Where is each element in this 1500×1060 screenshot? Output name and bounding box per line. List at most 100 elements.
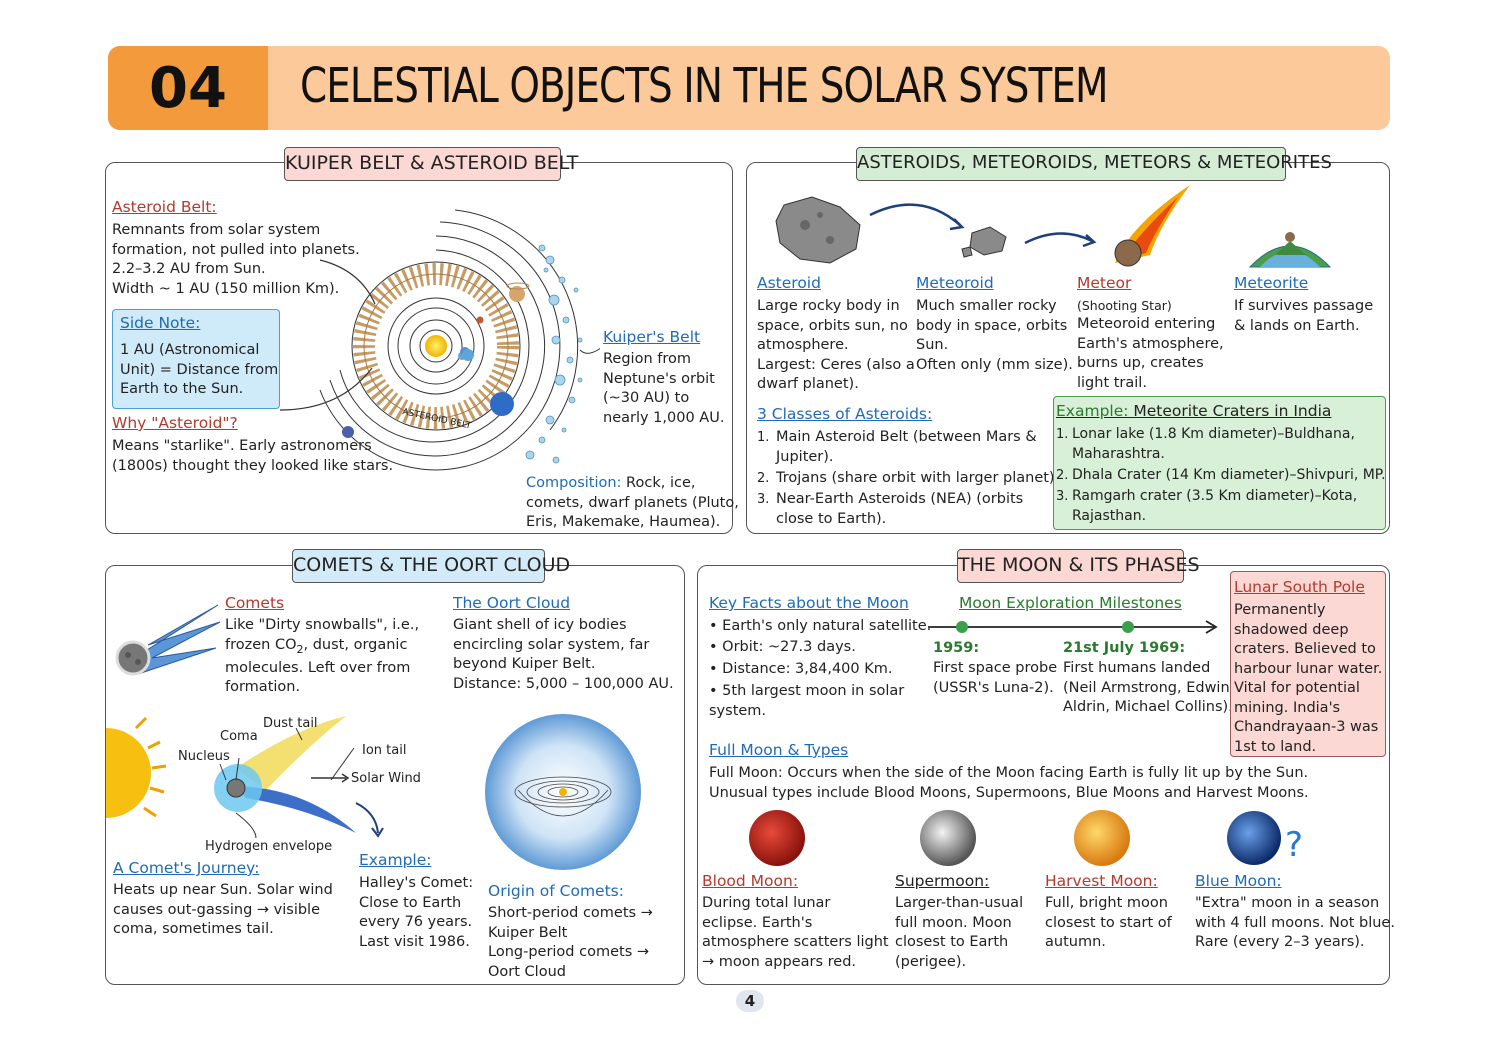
- south-pole-heading: Lunar South Pole: [1234, 578, 1365, 596]
- full-moon-heading: Full Moon & Types: [709, 741, 849, 759]
- journey-heading: A Comet's Journey:: [113, 859, 260, 877]
- crater-item: Dhala Crater (14 Km diameter)–Shivpuri, …: [1072, 467, 1386, 483]
- moon-fact-item: • Distance: 3,84,400 Km.: [709, 661, 893, 677]
- class-item: Near-Earth Asteroids (NEA) (orbits close…: [776, 491, 1024, 527]
- blue-moon-icon: [1227, 811, 1281, 865]
- moon-fact-item: • Orbit: ~27.3 days.: [709, 639, 856, 655]
- craters-title: Meteorite Craters in India: [1128, 402, 1332, 420]
- question-mark: ?: [1285, 825, 1303, 865]
- dust-tail-label: Dust tail: [263, 716, 318, 731]
- moon-facts-heading: Key Facts about the Moon: [709, 594, 909, 612]
- meteoroid-text: Much smaller rocky body in space, orbits…: [916, 298, 1073, 373]
- crater-number: 1.: [1056, 427, 1069, 442]
- comet-illustration: [115, 604, 221, 676]
- side-note-heading: Side Note:: [120, 314, 201, 332]
- harvest-moon-heading: Harvest Moon:: [1045, 872, 1158, 890]
- sun-icon: [425, 335, 447, 357]
- meteor-heading: Meteor: [1077, 274, 1132, 292]
- solar-system-diagram: ASTEROID BELT: [280, 209, 600, 471]
- blood-moon-heading: Blood Moon:: [702, 872, 799, 890]
- milestones-heading: Moon Exploration Milestones: [959, 594, 1182, 612]
- south-pole-text: Permanently shadowed deep craters. Belie…: [1234, 602, 1383, 755]
- composition-body: Rock, ice, comets, dwarf planets (Pluto,…: [526, 475, 739, 530]
- meteorite-text: If survives passage & lands on Earth.: [1234, 298, 1374, 334]
- timeline-point-1969: [1122, 621, 1134, 633]
- side-note-text: 1 AU (Astronomical Unit) = Distance from…: [120, 342, 279, 397]
- kuiper-panel-title: KUIPER BELT & ASTEROID BELT: [284, 147, 578, 181]
- asteroid-icon: [775, 196, 861, 264]
- supermoon-heading: Supermoon:: [895, 872, 990, 890]
- asteroid-belt-text: Remnants from solar system formation, no…: [112, 222, 360, 297]
- mars-icon: [476, 316, 484, 324]
- class-number: 3.: [757, 492, 770, 507]
- crater-number: 2.: [1056, 468, 1069, 483]
- comets-text-part: , dust, organic molecules. Left over fro…: [225, 636, 411, 696]
- milestone-year-1969: 21st July 1969:: [1063, 640, 1186, 656]
- comets-text: Like "Dirty snowballs", i.e., frozen CO2…: [225, 616, 419, 698]
- comet-nucleus-icon: [115, 640, 151, 676]
- comets-heading: Comets: [225, 594, 285, 612]
- meteor-text: Meteoroid entering Earth's atmosphere, b…: [1077, 316, 1224, 391]
- page-header: 04 CELESTIAL OBJECTS IN THE SOLAR SYSTEM: [108, 46, 1390, 130]
- origin-text: Short-period comets → Kuiper Belt Long-p…: [488, 905, 653, 980]
- blood-moon-icon: [749, 810, 805, 866]
- asteroid-sequence-illustration: [775, 185, 1332, 268]
- class-number: 1.: [757, 430, 770, 445]
- oort-cloud-illustration: [485, 714, 641, 870]
- blue-moon-heading: Blue Moon:: [1195, 872, 1282, 890]
- nucleus-label: Nucleus: [178, 749, 230, 764]
- saturn-ring-icon: [506, 282, 530, 290]
- comet-anatomy-diagram: Dust tail Coma Nucleus Ion tail Solar Wi…: [106, 716, 421, 854]
- supermoon-icon: [920, 810, 976, 866]
- class-item: Trojans (share orbit with larger planet)…: [776, 470, 1060, 486]
- kuipers-belt-text: Region from Neptune's orbit (~30 AU) to …: [603, 351, 725, 426]
- crater-item: Lonar lake (1.8 Km diameter)–Buldhana, M…: [1072, 426, 1355, 462]
- comet-example-heading: Example:: [359, 851, 432, 869]
- meteor-rock-icon: [1114, 239, 1142, 267]
- craters-box: [1053, 396, 1386, 530]
- composition-text: Composition: Rock, ice, comets, dwarf pl…: [526, 474, 739, 533]
- page-number: 4: [736, 990, 764, 1012]
- full-moon-text: Full Moon: Occurs when the side of the M…: [709, 765, 1309, 801]
- solar-wind-label: Solar Wind: [351, 771, 421, 786]
- page-title: CELESTIAL OBJECTS IN THE SOLAR SYSTEM: [300, 58, 1109, 114]
- milestone-year-1959: 1959:: [933, 640, 980, 656]
- comets-panel-title: COMETS & THE OORT CLOUD: [292, 549, 570, 583]
- asteroid-belt-heading: Asteroid Belt:: [112, 198, 217, 216]
- meteor-subtitle: (Shooting Star): [1077, 298, 1172, 313]
- craters-heading: Example: Meteorite Craters in India: [1056, 402, 1331, 420]
- moon-types-illustration: ?: [749, 810, 1303, 866]
- journey-text: Heats up near Sun. Solar wind causes out…: [113, 882, 333, 937]
- supermoon-text: Larger-than-usual full moon. Moon closes…: [895, 895, 1024, 970]
- harvest-moon-icon: [1074, 810, 1130, 866]
- asteroids-panel-title: ASTEROIDS, METEOROIDS, METEORS & METEORI…: [856, 147, 1332, 181]
- blue-moon-text: "Extra" moon in a season with 4 full moo…: [1195, 895, 1395, 950]
- dwarf-planet-icon: [342, 426, 354, 438]
- asteroid-text: Large rocky body in space, orbits sun, n…: [757, 298, 915, 392]
- crater-item: Ramgarh crater (3.5 Km diameter)–Kota, R…: [1072, 488, 1358, 524]
- oort-text: Giant shell of icy bodies encircling sol…: [453, 617, 674, 692]
- milestone-text-1969: First humans landed (Neil Armstrong, Edw…: [1063, 660, 1233, 715]
- hydrogen-envelope-label: Hydrogen envelope: [205, 839, 332, 854]
- jupiter-icon: [509, 286, 525, 302]
- moon-panel-title: THE MOON & ITS PHASES: [957, 549, 1200, 583]
- why-asteroid-text: Means "starlike". Early astronomers (180…: [112, 438, 394, 474]
- milestone-text-1959: First space probe (USSR's Luna-2).: [933, 660, 1058, 696]
- moon-fact-item: • Earth's only natural satellite.: [709, 618, 932, 634]
- milestone-timeline: [928, 620, 1218, 634]
- section-number: 04: [108, 46, 268, 130]
- why-asteroid-heading: Why "Asteroid"?: [112, 414, 238, 432]
- nucleus-icon: [226, 778, 246, 798]
- class-item: Main Asteroid Belt (between Mars & Jupit…: [776, 429, 1037, 465]
- meteoroid-icon: [969, 226, 1007, 256]
- harvest-moon-text: Full, bright moon closest to start of au…: [1045, 895, 1172, 950]
- crater-number: 3.: [1056, 489, 1069, 504]
- ion-tail-label: Ion tail: [362, 743, 406, 758]
- asteroid-heading: Asteroid: [757, 274, 821, 292]
- neptune-icon: [490, 392, 514, 416]
- timeline-point-1959: [956, 621, 968, 633]
- south-pole-box: [1230, 571, 1386, 757]
- oort-heading: The Oort Cloud: [453, 594, 571, 612]
- meteorite-heading: Meteorite: [1234, 274, 1309, 292]
- moon-fact-item: • 5th largest moon in solar system.: [709, 683, 905, 719]
